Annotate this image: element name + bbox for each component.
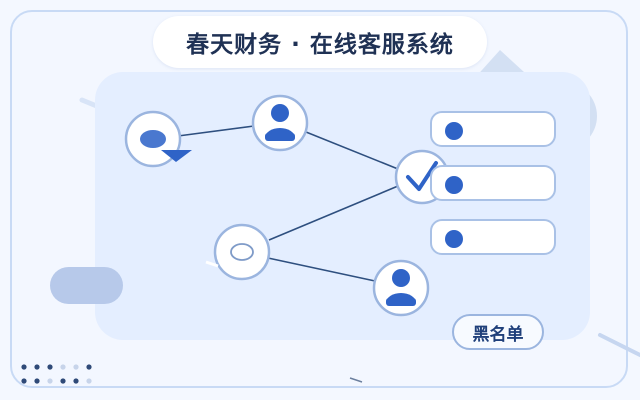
- edge-chat-to-user1: [177, 125, 255, 137]
- bullet-icon: [445, 230, 463, 248]
- edge-ring-to-hub: [268, 185, 399, 241]
- user-avatar-icon[interactable]: [372, 259, 430, 317]
- ring-node-icon[interactable]: [205, 223, 271, 281]
- page-title: 春天财务 · 在线客服系统: [186, 32, 454, 58]
- title-banner: 春天财务 · 在线客服系统: [153, 16, 487, 68]
- dot-grid-decoration: [21, 364, 92, 384]
- bullet-icon: [445, 176, 463, 194]
- chat-bubble-icon[interactable]: [124, 110, 192, 168]
- list-item[interactable]: [430, 111, 556, 147]
- blacklist-label: 黑名单: [472, 324, 524, 345]
- list-item[interactable]: [430, 165, 556, 201]
- edge-ring-to-user2: [267, 257, 376, 282]
- user-avatar-icon[interactable]: [251, 94, 309, 152]
- edge-user1-to-hub: [305, 131, 399, 170]
- blacklist-button[interactable]: 黑名单: [452, 314, 544, 350]
- list-item[interactable]: [430, 219, 556, 255]
- decorative-pill: [50, 267, 123, 304]
- bullet-icon: [445, 122, 463, 140]
